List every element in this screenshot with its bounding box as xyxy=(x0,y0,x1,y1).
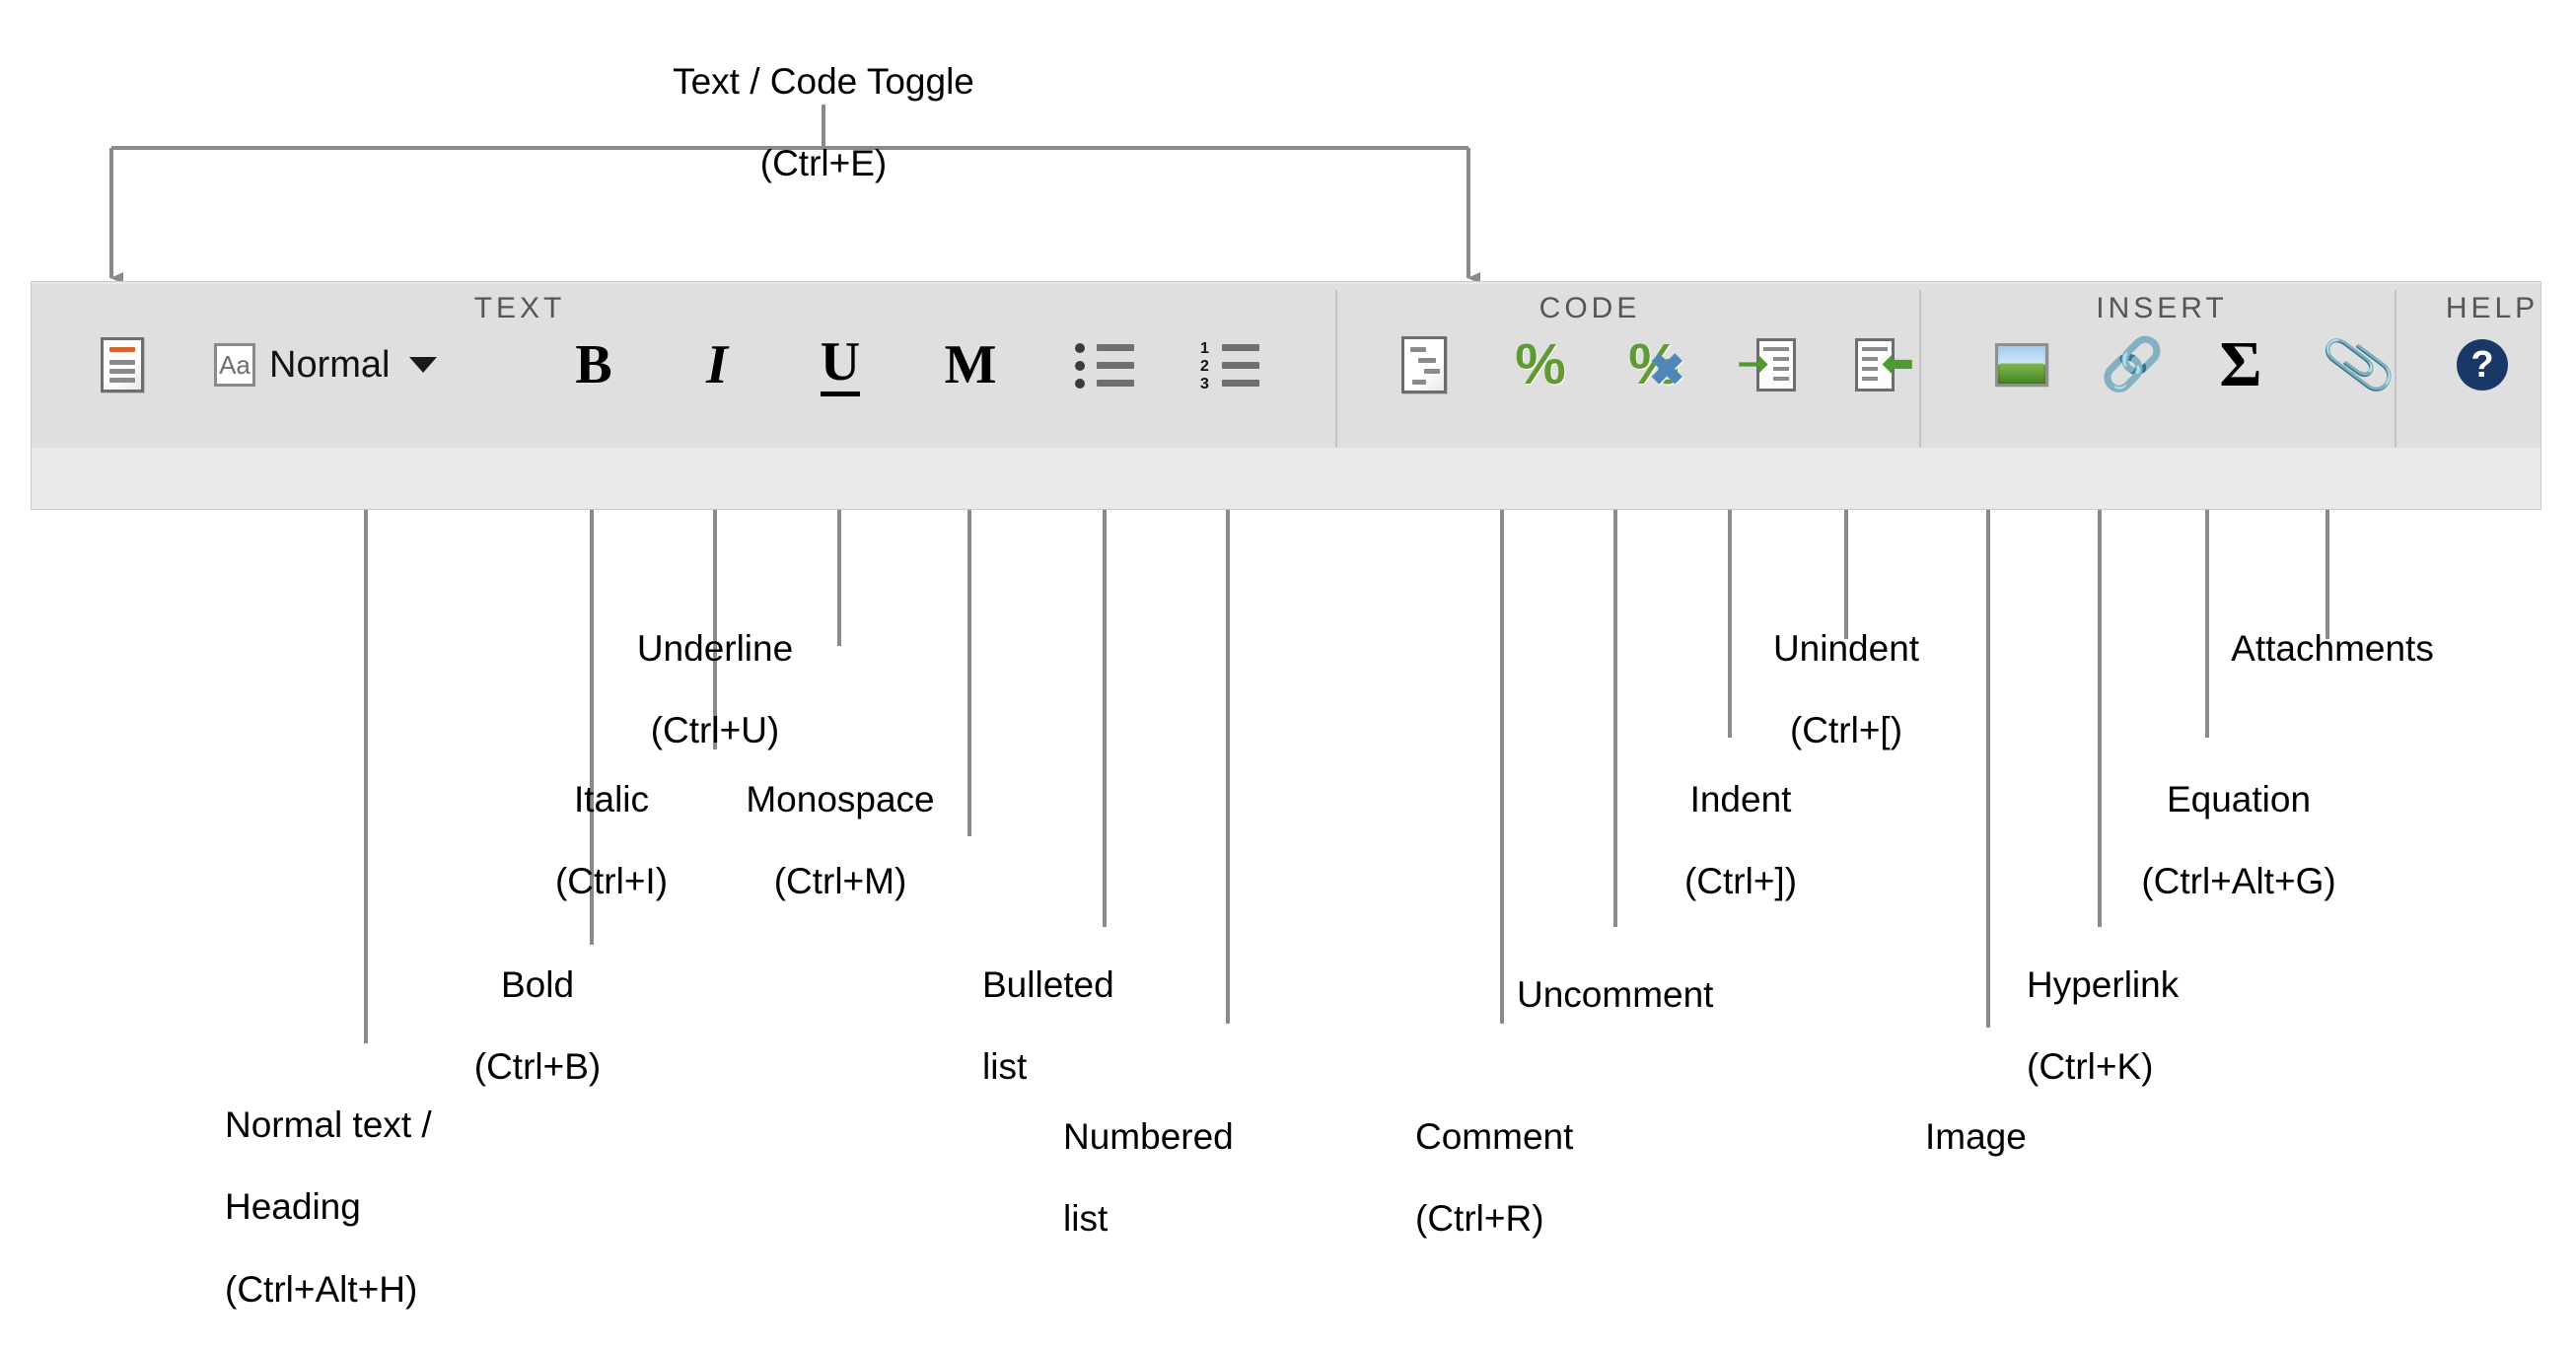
callout-line1: Comment xyxy=(1415,1115,1574,1157)
callout-text-code-toggle: Text / Code Toggle (Ctrl+E) xyxy=(528,20,1119,226)
callout-line2: Heading xyxy=(225,1186,361,1228)
callout-line2: (Ctrl+]) xyxy=(1683,861,1798,902)
toolbar-button-help[interactable]: ? xyxy=(2438,282,2527,448)
callout-line2: (Ctrl+Alt+G) xyxy=(2141,861,2336,902)
toolbar-button-bulleted-list[interactable] xyxy=(1065,282,1144,448)
help-question-icon: ? xyxy=(2457,339,2508,391)
callout-line2: list xyxy=(982,1046,1028,1088)
callout-line2: (Ctrl+U) xyxy=(650,710,780,751)
callout-line1: Bold xyxy=(500,963,575,1005)
callout-italic: Italic (Ctrl+I) xyxy=(513,738,710,944)
callout-uncomment: Uncomment xyxy=(1517,933,1813,1056)
section-label-band xyxy=(32,448,2540,509)
callout-style: Normal text / Heading (Ctrl+Alt+H) xyxy=(225,1063,639,1352)
chevron-down-icon xyxy=(409,357,438,373)
callout-line1: Image xyxy=(1925,1115,2027,1157)
toolbar-button-underline[interactable]: U xyxy=(801,282,880,448)
callout-line2: (Ctrl+K) xyxy=(2027,1046,2154,1088)
callout-line1: Monospace xyxy=(746,778,935,819)
callout-line2: (Ctrl+M) xyxy=(773,861,907,902)
toolbar-button-monospace[interactable]: M xyxy=(931,282,1010,448)
sigma-icon: Σ xyxy=(2219,328,2262,400)
toolbar-button-text-code-toggle-left[interactable] xyxy=(83,282,162,448)
callout-line1: Numbered xyxy=(1063,1115,1234,1157)
toolbar-button-bold[interactable]: B xyxy=(554,282,633,448)
callout-line2: (Ctrl+I) xyxy=(554,861,669,902)
callout-line2: (Ctrl+B) xyxy=(473,1046,602,1088)
callout-bulleted-list: Bulleted list xyxy=(982,923,1219,1129)
toolbar-button-indent[interactable]: ➞ xyxy=(1728,282,1807,448)
callout-line2: (Ctrl+E) xyxy=(759,143,888,184)
callout-line1: Underline xyxy=(636,627,794,669)
toolbar-style-dropdown[interactable]: Aa Normal xyxy=(214,282,510,448)
callout-line2: (Ctrl+R) xyxy=(1415,1198,1544,1240)
callout-numbered-list: Numbered list xyxy=(1063,1075,1320,1281)
toolbar-button-image[interactable] xyxy=(1982,282,2061,448)
section-label-insert: INSERT xyxy=(2096,292,2228,324)
callout-line1: Normal text / xyxy=(225,1103,432,1145)
document-lines-icon xyxy=(101,337,144,392)
section-label-text: TEXT xyxy=(473,292,566,324)
numbered-list-icon: 1 2 3 xyxy=(1200,339,1259,392)
underline-icon: U xyxy=(820,334,861,396)
callout-bold: Bold (Ctrl+B) xyxy=(424,923,651,1129)
toolbar-button-equation[interactable]: Σ xyxy=(2201,282,2280,448)
toolbar-button-unindent[interactable]: ⬅ xyxy=(1844,282,1923,448)
callout-line2: (Ctrl+[) xyxy=(1789,710,1903,751)
callout-indent: Indent (Ctrl+]) xyxy=(1627,738,1854,944)
monospace-icon: M xyxy=(944,334,997,395)
section-label-code: CODE xyxy=(1538,292,1641,324)
callout-line1: Bulleted xyxy=(982,963,1114,1005)
callout-attachments: Attachments xyxy=(2180,587,2485,710)
callout-line1: Equation xyxy=(2166,778,2312,819)
annotated-toolbar-figure: Text / Code Toggle (Ctrl+E) TEXT CODE IN… xyxy=(31,20,2541,1310)
callout-equation: Equation (Ctrl+Alt+G) xyxy=(2081,738,2397,944)
percent-icon: % xyxy=(1515,332,1566,396)
callout-line2: list xyxy=(1063,1198,1109,1240)
image-icon xyxy=(1995,343,2048,387)
callout-line1: Hyperlink xyxy=(2027,963,2180,1005)
italic-icon: I xyxy=(706,334,728,395)
aa-icon: Aa xyxy=(214,343,255,387)
callout-hyperlink: Hyperlink (Ctrl+K) xyxy=(2027,923,2313,1129)
divider-code-insert xyxy=(1919,290,1921,503)
callout-image: Image xyxy=(1925,1075,2142,1198)
style-dropdown-value: Normal xyxy=(269,343,391,386)
callout-line1: Uncomment xyxy=(1517,973,1714,1015)
link-chain-icon: 🔗 xyxy=(2100,336,2165,393)
toolbar-button-italic[interactable]: I xyxy=(678,282,756,448)
section-label-help: HELP xyxy=(2445,292,2540,324)
callout-line1: Italic xyxy=(573,778,650,819)
editor-toolbar: TEXT CODE INSERT HELP Aa Normal xyxy=(31,281,2541,510)
bulleted-list-icon xyxy=(1075,339,1134,391)
callout-line1: Attachments xyxy=(2231,627,2434,669)
toolbar-icon-row: Aa Normal B I U M xyxy=(32,282,2540,448)
callout-monospace: Monospace (Ctrl+M) xyxy=(702,738,978,944)
divider-insert-help xyxy=(2395,290,2397,503)
toolbar-button-numbered-list[interactable]: 1 2 3 xyxy=(1190,282,1269,448)
indent-icon: ➞ xyxy=(1737,338,1796,391)
callout-line1: Text / Code Toggle xyxy=(673,60,974,102)
callout-unindent: Unindent (Ctrl+[) xyxy=(1698,587,1994,793)
code-document-icon xyxy=(1401,336,1447,393)
callout-underline: Underline (Ctrl+U) xyxy=(567,587,863,793)
toolbar-button-hyperlink[interactable]: 🔗 xyxy=(2093,282,2172,448)
bold-icon: B xyxy=(575,334,612,395)
toolbar-button-comment[interactable]: % xyxy=(1501,282,1580,448)
paperclip-icon: 📎 xyxy=(2319,326,2399,402)
callout-comment: Comment (Ctrl+R) xyxy=(1415,1075,1672,1281)
callout-line1: Indent xyxy=(1689,778,1792,819)
callout-line3: (Ctrl+Alt+H) xyxy=(225,1268,418,1310)
divider-text-code xyxy=(1335,290,1337,503)
toolbar-button-text-code-toggle[interactable] xyxy=(1385,282,1464,448)
unindent-icon: ⬅ xyxy=(1855,338,1914,391)
toolbar-button-uncomment[interactable]: % ✖ xyxy=(1610,282,1698,448)
toolbar-button-attachments[interactable]: 📎 xyxy=(2319,282,2399,448)
callout-line1: Unindent xyxy=(1772,627,1920,669)
percent-x-icon: % ✖ xyxy=(1628,332,1685,396)
toolbar-top-highlight xyxy=(32,282,2540,284)
